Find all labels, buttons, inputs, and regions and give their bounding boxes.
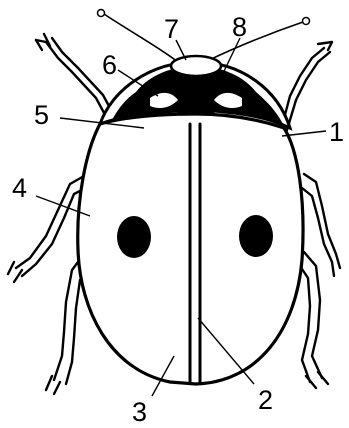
label-6: 6 [102, 50, 117, 80]
label-7: 7 [164, 14, 179, 44]
right-spot [239, 215, 273, 257]
antennae [98, 10, 310, 63]
left-spot [117, 216, 151, 258]
head [171, 56, 221, 76]
label-5: 5 [34, 100, 49, 130]
label-4: 4 [12, 173, 27, 203]
label-1: 1 [329, 117, 344, 147]
label-2: 2 [258, 385, 273, 415]
label-3: 3 [132, 397, 147, 427]
label-8: 8 [232, 12, 247, 42]
